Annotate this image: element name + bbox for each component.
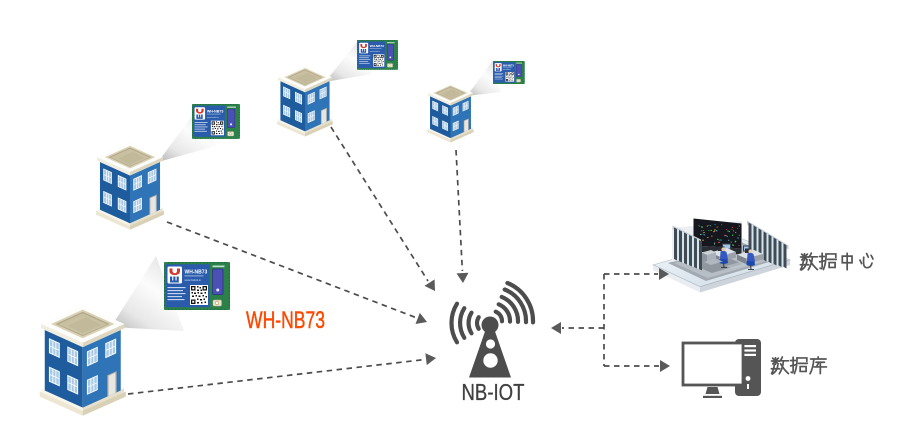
- svg-text:NB-IOT: NB-IOT: [462, 379, 525, 405]
- svg-text:WH-NB73: WH-NB73: [246, 307, 325, 334]
